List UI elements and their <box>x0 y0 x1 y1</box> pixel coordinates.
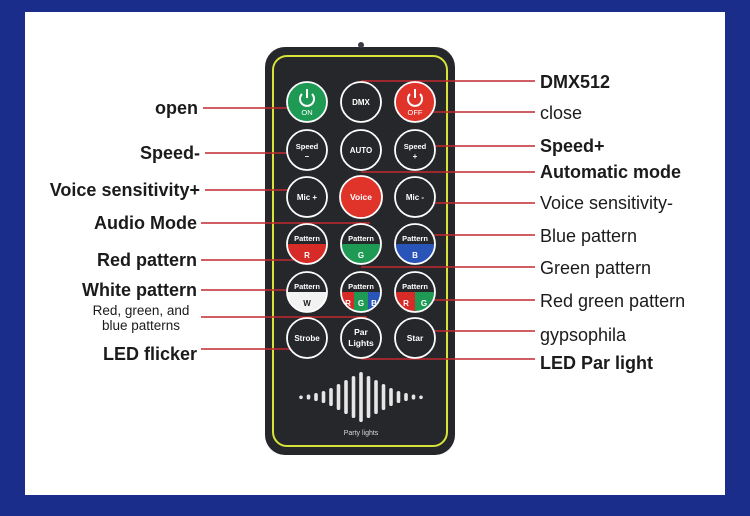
svg-text:G: G <box>421 299 427 308</box>
remote-caption: Party lights <box>344 430 379 437</box>
white-pattern-button[interactable]: Pattern W <box>287 272 327 312</box>
auto-button[interactable]: AUTO <box>341 130 381 170</box>
rgb-pattern-button[interactable]: Pattern R G B <box>341 272 381 312</box>
svg-text:B: B <box>412 251 418 260</box>
svg-text:G: G <box>358 299 364 308</box>
svg-text:Pattern: Pattern <box>402 234 428 243</box>
svg-text:OFF: OFF <box>408 108 423 117</box>
label-gypsophila: gypsophila <box>540 325 626 345</box>
strobe-button[interactable]: Strobe <box>287 318 327 358</box>
sound-wave-bar <box>367 376 371 418</box>
label-rgb-patterns-line1: Red, green, and <box>77 303 205 318</box>
mic-plus-button[interactable]: Mic + <box>287 177 327 217</box>
label-rgb-patterns-line2: blue patterns <box>77 318 205 333</box>
speed-plus-button[interactable]: Speed + <box>395 130 435 170</box>
dmx-button[interactable]: DMX <box>341 82 381 122</box>
svg-text:–: – <box>305 152 310 161</box>
sound-wave-bar <box>307 395 311 400</box>
label-rgb-patterns: Red, green, and blue patterns <box>77 303 205 333</box>
svg-text:Lights: Lights <box>348 338 374 348</box>
sound-wave-bar <box>382 384 386 410</box>
svg-text:AUTO: AUTO <box>350 146 373 155</box>
label-voice-sensitivity-plus: Voice sensitivity+ <box>50 180 200 200</box>
sound-wave-bar <box>299 396 303 400</box>
label-red-pattern: Red pattern <box>97 250 197 270</box>
sound-wave-bar <box>337 384 341 410</box>
label-speed-minus: Speed- <box>140 143 200 163</box>
svg-text:Mic +: Mic + <box>297 193 318 202</box>
svg-text:Mic -: Mic - <box>406 193 425 202</box>
label-open: open <box>155 98 198 118</box>
svg-text:Speed: Speed <box>404 142 427 151</box>
label-automatic-mode: Automatic mode <box>540 162 681 182</box>
voice-button[interactable]: Voice <box>340 176 382 218</box>
svg-text:Pattern: Pattern <box>348 234 374 243</box>
svg-text:Par: Par <box>354 327 368 337</box>
label-led-par-light: LED Par light <box>540 353 653 373</box>
sound-wave-bar <box>329 388 333 406</box>
ir-sensor <box>358 42 364 48</box>
sound-wave-bar <box>359 372 363 422</box>
on-button[interactable]: ON <box>287 82 327 122</box>
label-close: close <box>540 103 582 123</box>
svg-text:R: R <box>304 251 310 260</box>
product-diagram: ON DMX OFF Speed – AUTO Speed + <box>25 12 725 495</box>
label-speed-plus: Speed+ <box>540 136 605 156</box>
svg-text:Voice: Voice <box>350 192 372 202</box>
speed-minus-button[interactable]: Speed – <box>287 130 327 170</box>
svg-text:Pattern: Pattern <box>348 282 374 291</box>
label-red-green-pattern: Red green pattern <box>540 291 685 311</box>
star-button[interactable]: Star <box>395 318 435 358</box>
mic-minus-button[interactable]: Mic - <box>395 177 435 217</box>
blue-pattern-button[interactable]: Pattern B <box>395 224 435 264</box>
red-pattern-button[interactable]: Pattern R <box>287 224 327 264</box>
green-pattern-button[interactable]: Pattern G <box>341 224 381 264</box>
label-white-pattern: White pattern <box>82 280 197 300</box>
svg-text:Pattern: Pattern <box>402 282 428 291</box>
sound-wave-bar <box>374 380 378 414</box>
label-voice-sensitivity-minus: Voice sensitivity- <box>540 193 673 213</box>
svg-text:R: R <box>403 299 409 308</box>
svg-text:Strobe: Strobe <box>294 334 320 343</box>
svg-text:G: G <box>358 251 364 260</box>
sound-wave-bar <box>314 393 318 401</box>
svg-text:DMX: DMX <box>352 98 370 107</box>
label-dmx512: DMX512 <box>540 72 610 92</box>
sound-wave-bar <box>344 380 348 414</box>
svg-text:W: W <box>303 299 311 308</box>
svg-text:ON: ON <box>301 108 312 117</box>
svg-text:R: R <box>345 299 351 308</box>
svg-text:Star: Star <box>407 333 424 343</box>
svg-text:Pattern: Pattern <box>294 282 320 291</box>
svg-text:B: B <box>371 299 377 308</box>
off-button[interactable]: OFF <box>395 82 435 122</box>
sound-wave-bar <box>389 388 393 406</box>
sound-wave-bar <box>412 395 416 400</box>
label-led-flicker: LED flicker <box>103 344 197 364</box>
svg-text:+: + <box>413 152 418 161</box>
sound-wave-bar <box>322 391 326 403</box>
sound-wave-bar <box>352 376 356 418</box>
svg-text:Pattern: Pattern <box>294 234 320 243</box>
label-audio-mode: Audio Mode <box>94 213 197 233</box>
sound-wave-bar <box>404 393 408 401</box>
label-blue-pattern: Blue pattern <box>540 226 637 246</box>
red-green-pattern-button[interactable]: Pattern R G <box>395 272 435 312</box>
label-green-pattern: Green pattern <box>540 258 651 278</box>
sound-wave-bar <box>397 391 401 403</box>
svg-text:Speed: Speed <box>296 142 319 151</box>
sound-wave-bar <box>419 396 423 400</box>
par-lights-button[interactable]: Par Lights <box>341 318 381 358</box>
